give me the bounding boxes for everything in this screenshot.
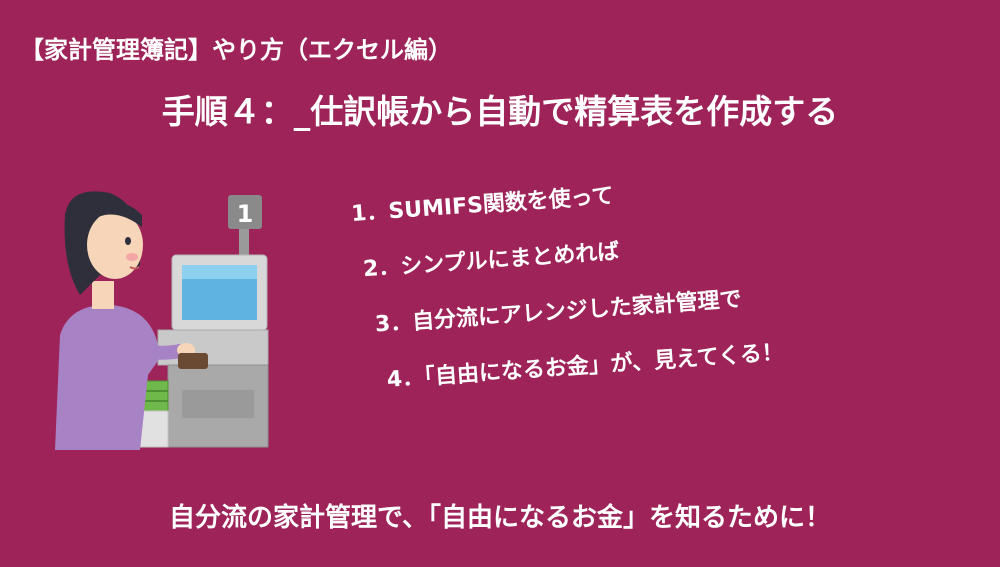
woman-blush bbox=[126, 253, 138, 261]
step-item-3: 3．自分流にアレンジした家計管理で bbox=[374, 286, 743, 338]
kiosk-base-panel bbox=[182, 390, 254, 418]
kiosk-number-sign bbox=[228, 195, 262, 229]
woman-arm bbox=[128, 343, 187, 360]
step-item-2: 2．シンプルにまとめれば bbox=[362, 239, 621, 283]
woman-face bbox=[87, 211, 143, 279]
category-heading: 【家計管理簿記】やり方（エクセル編） bbox=[20, 36, 452, 64]
step-item-4: 4．「自由になるお金」が、見えてくる！ bbox=[386, 340, 785, 393]
page-title: 手順４：_仕訳帳から自動で精算表を作成する bbox=[161, 92, 839, 131]
woman-mouth bbox=[129, 266, 140, 270]
woman-sweater bbox=[55, 304, 162, 450]
wallet-icon bbox=[178, 353, 208, 369]
steps-list: 1．SUMIFS関数を使って 2．シンプルにまとめれば 3．自分流にアレンジした… bbox=[350, 153, 968, 393]
step-item-1: 1．SUMIFS関数を使って bbox=[350, 183, 615, 227]
kiosk-pole bbox=[239, 223, 249, 263]
self-checkout-illustration: 1 bbox=[55, 191, 269, 450]
woman-bangs bbox=[86, 201, 142, 227]
woman-neck bbox=[92, 281, 114, 309]
footer-message: 自分流の家計管理で、「自由になるお金」を知るために！ bbox=[169, 503, 831, 533]
kiosk-screen-glare bbox=[182, 265, 257, 279]
kiosk-number: 1 bbox=[237, 200, 254, 228]
woman-eye bbox=[125, 237, 131, 245]
